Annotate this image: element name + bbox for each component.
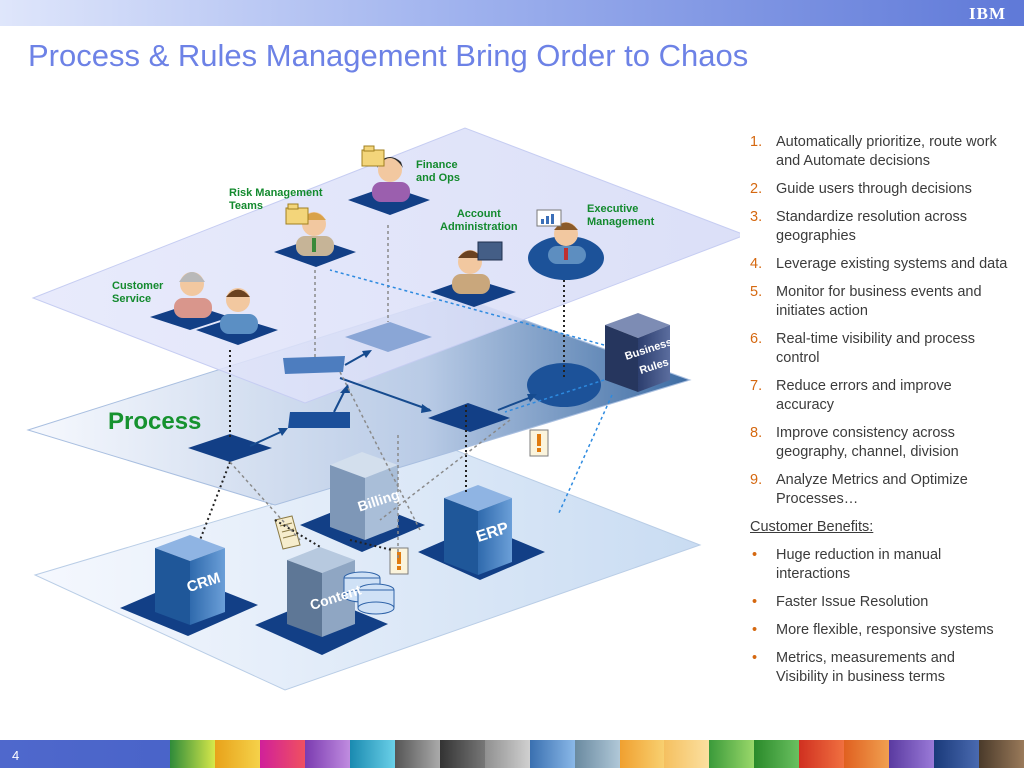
list-text: Improve consistency across geography, ch… bbox=[776, 425, 959, 460]
list-item: 7. Reduce errors and improve accuracy bbox=[750, 377, 1010, 415]
role-risk-label: Risk Management Teams bbox=[229, 187, 323, 212]
list-number: 3. bbox=[750, 209, 763, 225]
billing-cube bbox=[330, 452, 398, 540]
list-item: 8. Improve consistency across geography, … bbox=[750, 424, 1010, 462]
database-icon bbox=[343, 571, 395, 615]
bullet-icon: • bbox=[752, 594, 758, 610]
folder-icon bbox=[361, 145, 385, 167]
list-item: 4. Leverage existing systems and data bbox=[750, 255, 1010, 274]
list-number: 5. bbox=[750, 284, 763, 300]
list-item: 1. Automatically prioritize, route work a… bbox=[750, 133, 1010, 171]
benefits-list: 1. Automatically prioritize, route work a… bbox=[750, 133, 1010, 696]
list-item: 2. Guide users through decisions bbox=[750, 180, 1010, 199]
benefit-text: More flexible, responsive systems bbox=[776, 622, 994, 638]
process-step bbox=[283, 356, 345, 374]
bullet-icon: • bbox=[752, 622, 758, 638]
slide-title: Process & Rules Management Bring Order t… bbox=[28, 38, 749, 73]
customer-service-person-icon bbox=[220, 288, 258, 334]
crm-cube bbox=[155, 535, 225, 625]
role-executive-label: Executive Management bbox=[587, 203, 655, 228]
process-layer-label: Process bbox=[108, 408, 202, 435]
bar-chart-icon bbox=[536, 209, 562, 227]
list-text: Leverage existing systems and data bbox=[776, 256, 1008, 272]
process-diagram: CRM Content Billing ERP Business Rules F… bbox=[0, 110, 740, 710]
account-person-icon bbox=[452, 241, 503, 294]
benefit-item: • More flexible, responsive systems bbox=[750, 621, 1010, 640]
benefit-item: • Faster Issue Resolution bbox=[750, 593, 1010, 612]
alert-icon bbox=[529, 429, 549, 457]
footer-bar: 4 bbox=[0, 740, 1024, 768]
benefit-text: Metrics, measurements and Visibility in … bbox=[776, 650, 955, 685]
process-step bbox=[428, 403, 510, 432]
list-number: 9. bbox=[750, 472, 763, 488]
customer-benefits-heading: Customer Benefits: bbox=[750, 519, 874, 535]
ibm-logo: IBM bbox=[969, 4, 1006, 23]
list-item: 3. Standardize resolution across geograph… bbox=[750, 208, 1010, 246]
erp-cube bbox=[444, 485, 512, 575]
list-number: 1. bbox=[750, 134, 763, 150]
process-step bbox=[288, 412, 350, 428]
bullet-icon: • bbox=[752, 547, 758, 563]
list-number: 6. bbox=[750, 331, 763, 347]
process-step bbox=[188, 434, 272, 462]
customer-service-person-icon bbox=[174, 272, 212, 318]
list-text: Automatically prioritize, route work and… bbox=[776, 134, 997, 169]
list-text: Analyze Metrics and Optimize Processes… bbox=[776, 472, 968, 507]
benefit-text: Huge reduction in manual interactions bbox=[776, 547, 942, 582]
benefit-item: • Huge reduction in manual interactions bbox=[750, 546, 1010, 584]
benefit-text: Faster Issue Resolution bbox=[776, 594, 929, 610]
process-step bbox=[345, 322, 432, 352]
document-icon bbox=[274, 515, 301, 550]
list-number: 2. bbox=[750, 181, 763, 197]
footer-image-strip bbox=[170, 740, 1024, 768]
role-customer-label: Customer Service bbox=[112, 280, 164, 305]
list-number: 8. bbox=[750, 425, 763, 441]
list-item: 9. Analyze Metrics and Optimize Processes… bbox=[750, 471, 1010, 509]
alert-icon bbox=[389, 547, 409, 575]
page-number: 4 bbox=[12, 748, 20, 763]
list-text: Guide users through decisions bbox=[776, 181, 972, 197]
list-text: Monitor for business events and initiate… bbox=[776, 284, 982, 319]
list-number: 4. bbox=[750, 256, 763, 272]
list-text: Standardize resolution across geographie… bbox=[776, 209, 968, 244]
list-text: Real-time visibility and process control bbox=[776, 331, 976, 366]
list-number: 7. bbox=[750, 378, 763, 394]
list-item: 6. Real-time visibility and process contr… bbox=[750, 330, 1010, 368]
process-step bbox=[527, 363, 601, 407]
role-account-label: Account Administration bbox=[440, 208, 518, 233]
folder-icon bbox=[285, 203, 309, 225]
business-rules-cube bbox=[605, 313, 670, 392]
role-finance-label: Finance and Ops bbox=[416, 159, 461, 184]
bullet-icon: • bbox=[752, 650, 758, 666]
list-item: 5. Monitor for business events and initia… bbox=[750, 283, 1010, 321]
benefit-item: • Metrics, measurements and Visibility in… bbox=[750, 649, 1010, 687]
diagram-canvas: CRM Content Billing ERP Business Rules bbox=[26, 127, 740, 691]
list-text: Reduce errors and improve accuracy bbox=[776, 378, 952, 413]
header-bar: IBM bbox=[0, 0, 1024, 26]
